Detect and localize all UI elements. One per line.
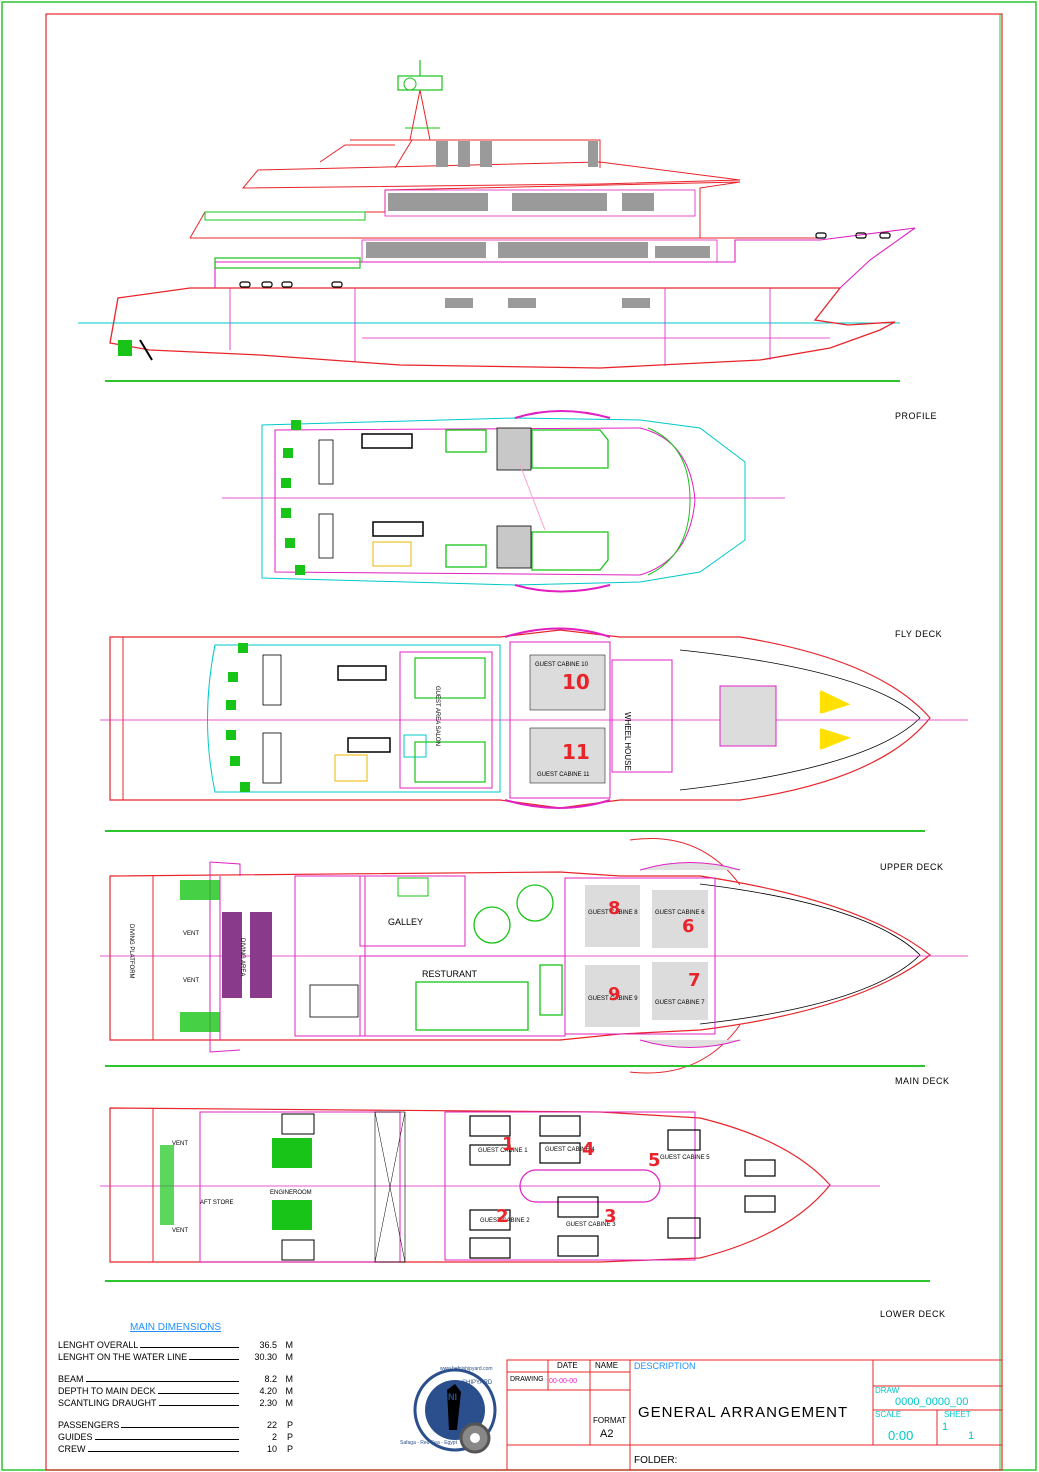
scale-value: 0:00 xyxy=(888,1428,914,1443)
sheet-value: 1 xyxy=(942,1421,949,1433)
main-dimensions-title: MAIN DIMENSIONS xyxy=(129,1322,222,1333)
main-deck-label: MAIN DECK xyxy=(895,1076,950,1086)
lower-deck-label: LOWER DECK xyxy=(880,1309,946,1319)
room-diving-area: DIVING AREA xyxy=(239,938,245,977)
cabin-number-10: 10 xyxy=(562,670,590,694)
format-label: FORMAT xyxy=(593,1416,627,1425)
cabin-number-5: 5 xyxy=(648,1150,661,1171)
shipyard-logo xyxy=(413,1368,497,1454)
upper-deck-label: UPPER DECK xyxy=(880,862,944,872)
format-value: A2 xyxy=(600,1428,614,1440)
room-vent-2: VENT xyxy=(183,978,200,984)
drawing-title: GENERAL ARRANGEMENT xyxy=(638,1404,849,1421)
lower-deck-view xyxy=(100,1107,930,1282)
room-guest-cabin-9: GUEST CABINE 9 xyxy=(588,996,638,1002)
room-guest-cabin-1: GUEST CABINE 1 xyxy=(478,1148,528,1154)
room-guest-cabin-2: GUEST CABINE 2 xyxy=(480,1218,530,1224)
room-wheel-house: WHEEL HOUSE xyxy=(623,712,632,771)
room-guest-cabin-4: GUEST CABINE 4 xyxy=(545,1147,595,1153)
room-aft-store: AFT STORE xyxy=(200,1200,234,1206)
name-header: NAME xyxy=(595,1361,619,1370)
room-guest-cabin-7: GUEST CABINE 7 xyxy=(655,1000,705,1006)
description-header: DESCRIPTION xyxy=(634,1361,696,1371)
title-block-frame xyxy=(506,1359,1003,1471)
room-diving-platform: DIVING PLATFORM xyxy=(128,924,134,979)
drawing-label: DRAWING xyxy=(510,1376,544,1383)
main-deck-view xyxy=(100,837,968,1074)
cabin-number-4: 4 xyxy=(582,1139,595,1160)
room-guest-cabin-6: GUEST CABINE 6 xyxy=(655,910,705,916)
drawing-date: 00-00-00 xyxy=(549,1378,578,1385)
room-guest-cabin-8: GUEST CABINE 8 xyxy=(588,910,638,916)
room-guest-cabin-11: GUEST CABINE 11 xyxy=(537,772,590,778)
logo-website: www.hefnishipyard.com xyxy=(440,1366,493,1372)
room-resturant: RESTURANT xyxy=(422,969,478,979)
room-guest-cabin-3: GUEST CABINE 3 xyxy=(566,1222,616,1228)
room-galley: GALLEY xyxy=(388,917,424,927)
fly-deck-view xyxy=(222,410,785,593)
fly-deck-label: FLY DECK xyxy=(895,629,943,639)
profile-view xyxy=(78,60,916,382)
cabin-number-3: 3 xyxy=(604,1206,617,1227)
room-guest-area-salon: GUEST AREA SALON xyxy=(434,686,440,746)
room-vent-4: VENT xyxy=(172,1228,189,1234)
draw-number: 0000_0000_00 xyxy=(895,1396,969,1408)
cabin-number-7: 7 xyxy=(688,970,701,991)
cabin-number-1: 1 xyxy=(502,1134,515,1155)
draw-label: DRAW xyxy=(875,1386,900,1395)
cabin-number-8: 8 xyxy=(608,898,621,919)
room-vent-3: VENT xyxy=(172,1141,189,1147)
folder-label: FOLDER: xyxy=(634,1455,678,1466)
upper-deck-view xyxy=(100,627,968,832)
profile-label: PROFILE xyxy=(895,411,938,421)
logo-brand: HEFNI xyxy=(430,1392,457,1402)
cabin-number-11: 11 xyxy=(562,740,590,764)
logo-subtitle: SHIPYARD xyxy=(462,1380,493,1386)
room-guest-cabin-5: GUEST CABINE 5 xyxy=(660,1155,710,1161)
logo-tagline: Safaga - Red Sea - Egypt xyxy=(400,1440,457,1446)
sheet-total: 1 xyxy=(968,1430,975,1442)
cabin-number-2: 2 xyxy=(496,1206,509,1227)
room-vent-1: VENT xyxy=(183,931,200,937)
room-guest-cabin-10: GUEST CABINE 10 xyxy=(535,662,588,668)
date-header: DATE xyxy=(557,1361,578,1370)
cabin-number-6: 6 xyxy=(682,916,695,937)
room-engine-room: ENGINEROOM xyxy=(270,1190,312,1196)
scale-label: SCALE xyxy=(875,1410,902,1419)
cabin-number-9: 9 xyxy=(608,984,621,1005)
sheet-label: SHEET xyxy=(944,1410,971,1419)
